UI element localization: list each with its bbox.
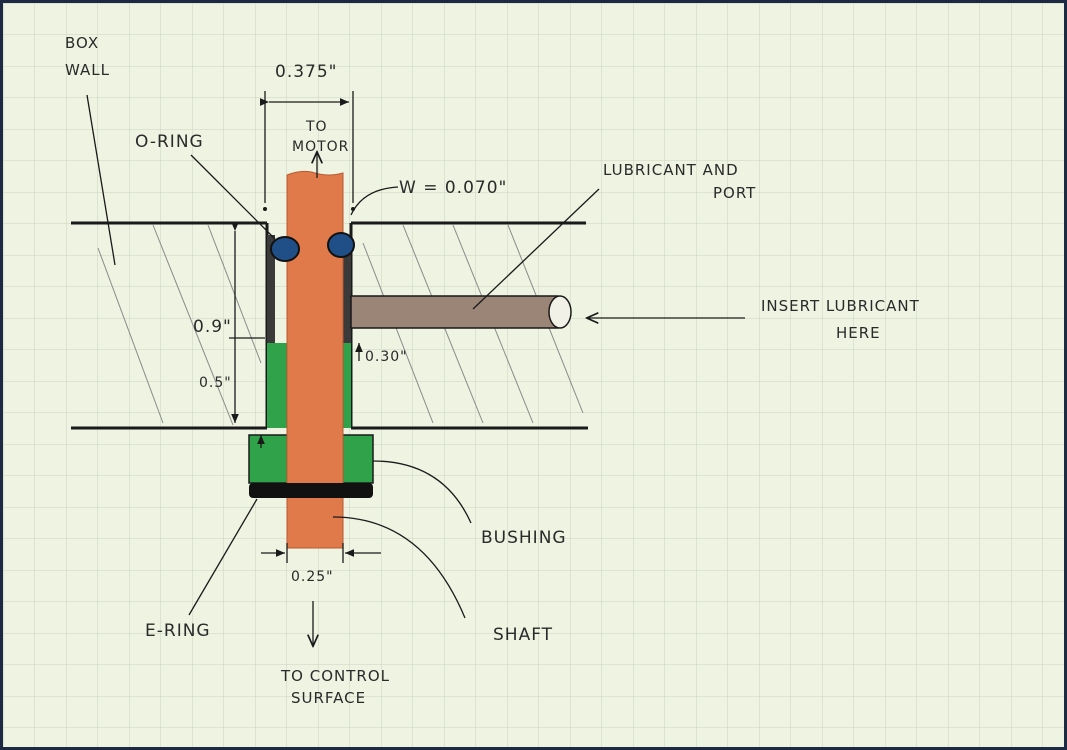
o-ring-dot-right <box>351 207 355 211</box>
label-w-value: W = 0.070" <box>399 178 507 198</box>
label-to-control-2: SURFACE <box>291 689 366 707</box>
label-o-ring: O-RING <box>135 132 204 152</box>
bore-shadow-left <box>267 235 275 427</box>
dimension-top-width <box>259 91 354 203</box>
label-insert-2: HERE <box>836 324 881 342</box>
label-box-wall-1: BOX <box>65 34 99 52</box>
o-ring-dot-left <box>263 207 267 211</box>
lubricant-port-opening <box>548 295 572 329</box>
label-lubricant-2: PORT <box>713 184 756 202</box>
seal-assembly-diagram: BOX WALL 0.375" TO MOTOR O-RING W = 0.07… <box>3 3 1064 747</box>
dimension-shaft-diameter <box>261 543 381 563</box>
label-shaft: SHAFT <box>493 625 553 645</box>
dimension-wall-thickness <box>229 221 265 423</box>
bore-shadow-right <box>343 235 351 427</box>
label-dim-09: 0.9" <box>193 317 232 337</box>
label-to-motor-2: MOTOR <box>292 139 349 155</box>
e-ring <box>249 483 373 498</box>
label-lubricant-1: LUBRICANT AND <box>603 161 739 179</box>
label-bushing: BUSHING <box>481 528 567 548</box>
label-dim-025: 0.25" <box>291 569 334 585</box>
shaft <box>286 170 344 549</box>
graph-paper-grid <box>3 3 1064 747</box>
label-box-wall-2: WALL <box>65 61 110 79</box>
label-to-motor-1: TO <box>305 119 328 135</box>
label-dim-05: 0.5" <box>199 375 232 391</box>
label-dim-030: 0.30" <box>365 349 408 365</box>
label-insert-1: INSERT LUBRICANT <box>761 297 920 315</box>
label-top-width: 0.375" <box>275 62 338 82</box>
bushing-inner-left <box>267 343 287 428</box>
label-to-control-1: TO CONTROL <box>280 667 390 685</box>
lubricant-port <box>350 295 559 329</box>
label-e-ring: E-RING <box>145 621 211 641</box>
o-ring-left <box>270 236 300 262</box>
o-ring-right <box>327 232 355 258</box>
